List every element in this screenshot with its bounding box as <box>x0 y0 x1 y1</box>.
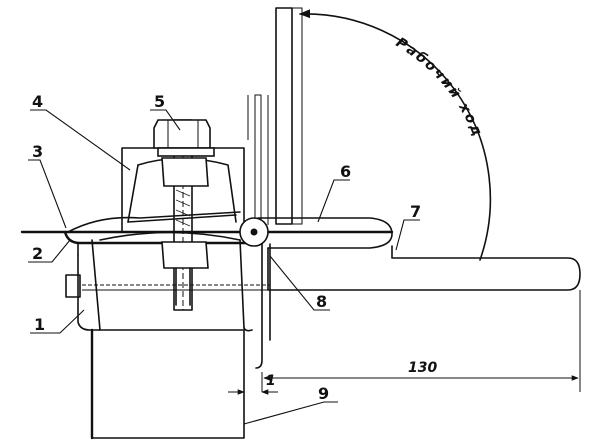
callout-6: 6 <box>340 162 351 181</box>
part-9-housing <box>90 328 245 440</box>
part-6-lever-plate <box>257 217 394 249</box>
callout-4: 4 <box>32 92 43 111</box>
callout-7: 7 <box>410 202 421 221</box>
working-stroke-arc: Рабочий ход <box>298 9 492 261</box>
working-stroke-label: Рабочий ход <box>393 35 486 140</box>
callout-2: 2 <box>32 244 43 263</box>
callouts: 1 2 3 4 5 6 7 8 9 <box>28 92 421 425</box>
callout-5: 5 <box>154 92 165 111</box>
callout-3: 3 <box>32 142 43 161</box>
part-5-bolt <box>153 119 215 311</box>
part-2-base-plate <box>63 230 250 256</box>
callout-1: 1 <box>34 315 45 334</box>
dimension-travel-length: 130 <box>261 290 581 392</box>
callout-8: 8 <box>316 292 327 311</box>
dimension-gap: 1 <box>228 330 278 398</box>
callout-9: 9 <box>318 384 329 403</box>
lever-raised-position <box>247 7 303 226</box>
dimension-travel-text: 130 <box>408 360 437 376</box>
dimension-gap-text: 1 <box>266 373 276 389</box>
part-8-pivot <box>239 217 271 369</box>
part-7-handle <box>267 245 581 291</box>
